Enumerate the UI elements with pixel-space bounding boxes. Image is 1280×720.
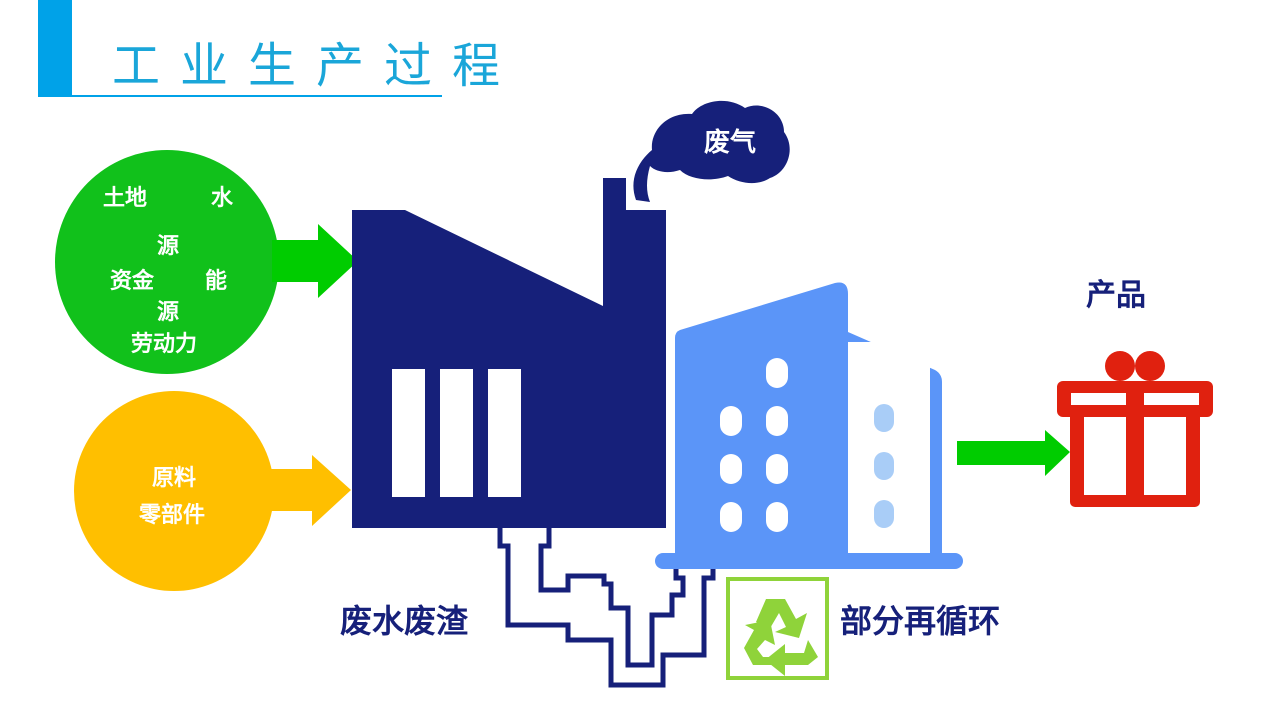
- exhaust-gas-label: 废气: [704, 128, 757, 158]
- product-label: 产品: [1086, 278, 1146, 313]
- resource-source-label: 源: [157, 234, 180, 259]
- waste-label: 废水废渣: [340, 602, 469, 640]
- resource-energy-label: 能: [205, 269, 228, 294]
- resource-labor-label: 劳动力: [131, 332, 198, 357]
- materials-circle: [74, 391, 274, 591]
- resource-water-label: 水: [211, 186, 234, 211]
- raw-material-label: 原料: [152, 466, 197, 491]
- resources-circle: [55, 150, 279, 374]
- recycle-icon: [726, 577, 829, 680]
- title-accent-bar: [38, 0, 72, 96]
- components-label: 零部件: [139, 503, 206, 528]
- resources-arrow: [272, 224, 358, 298]
- recycle-label: 部分再循环: [840, 602, 1001, 640]
- resource-energy-source-label: 源: [157, 300, 180, 325]
- smoke-cloud-icon: [633, 100, 790, 202]
- page-title: 工业生产过程: [112, 38, 521, 94]
- resource-land-label: 土地: [103, 186, 148, 211]
- gift-icon: [1057, 351, 1213, 507]
- product-arrow: [957, 430, 1070, 476]
- factory-icon: [352, 178, 666, 528]
- office-building-icon: [655, 282, 963, 569]
- title-underline: [38, 95, 442, 97]
- resource-capital-label: 资金: [110, 269, 155, 294]
- materials-arrow: [266, 455, 351, 526]
- drain-pipe-icon: [497, 528, 716, 688]
